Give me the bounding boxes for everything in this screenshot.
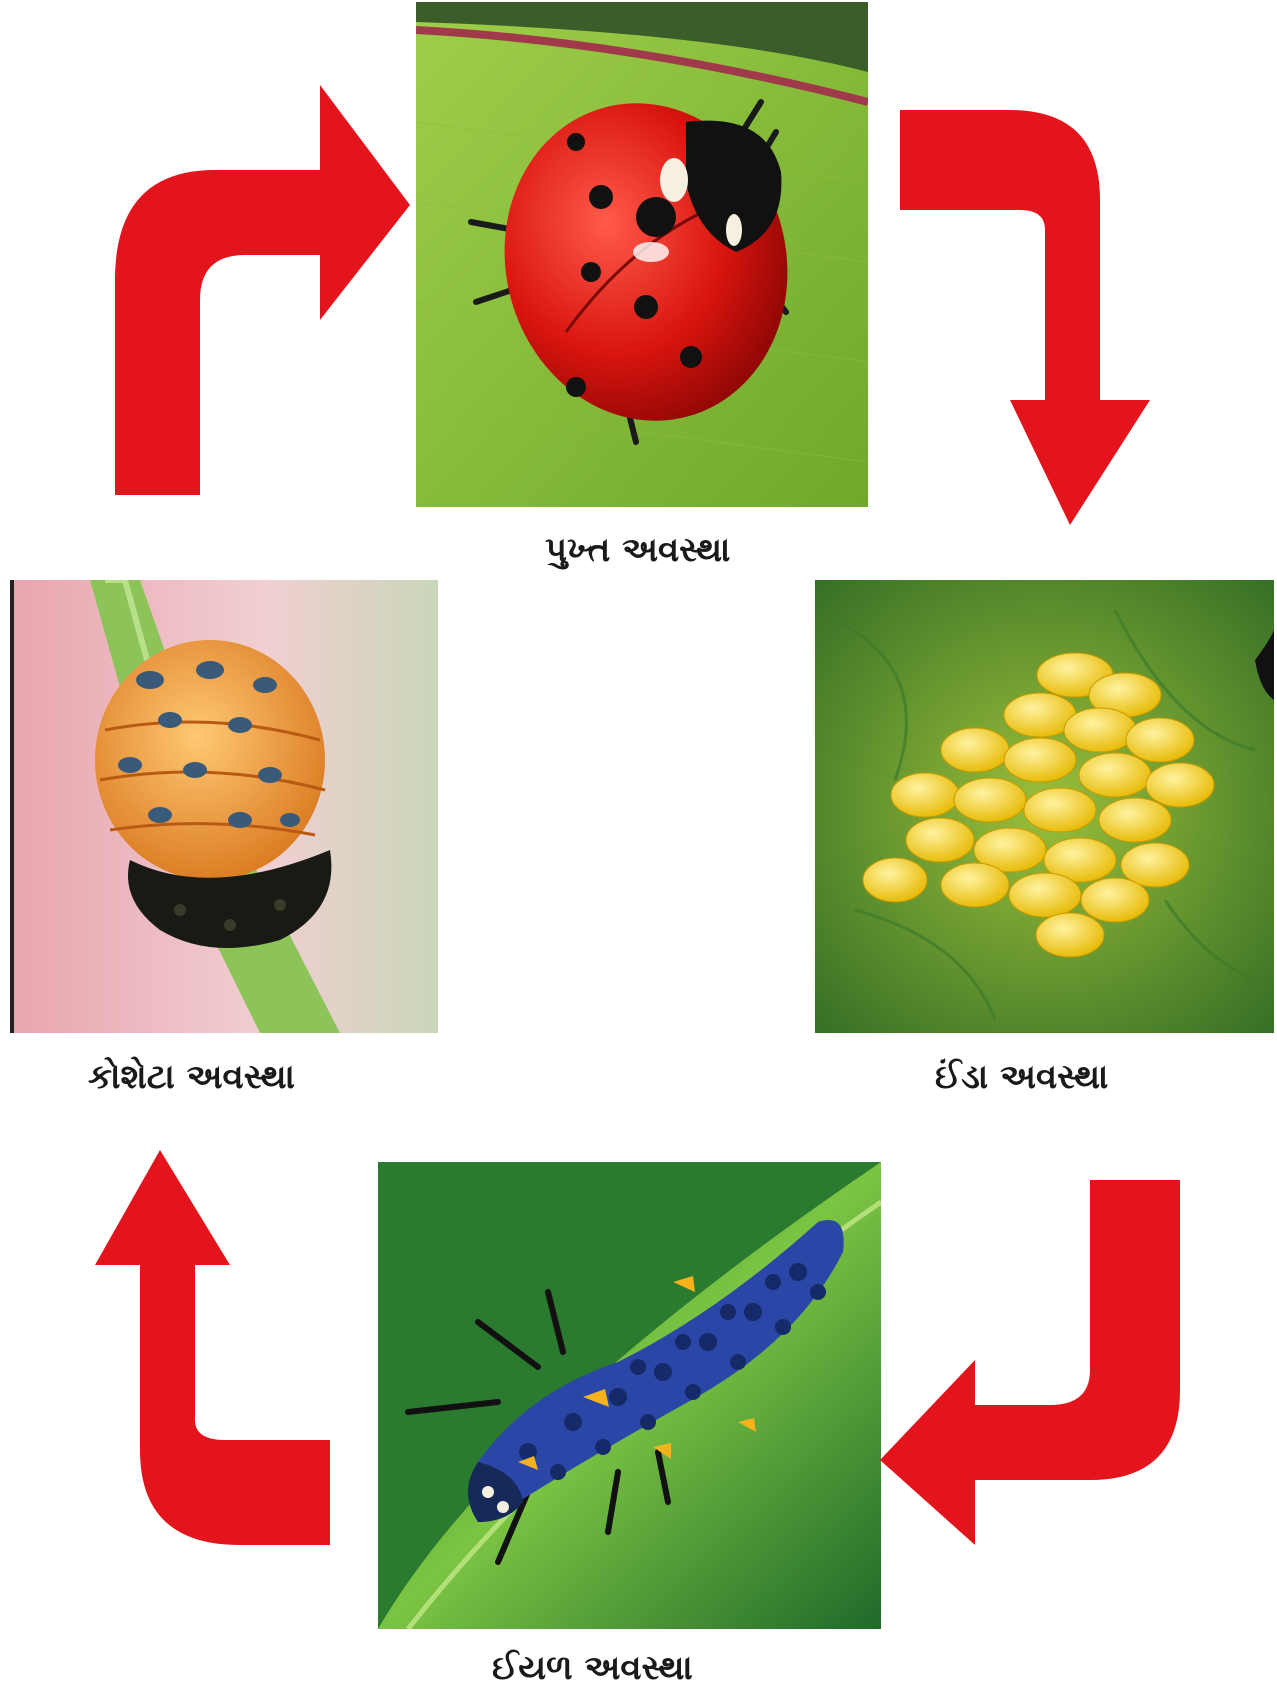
curved-arrow-icon bbox=[900, 110, 1150, 525]
curved-arrow-icon bbox=[95, 1150, 330, 1545]
curved-arrow-icon bbox=[115, 85, 410, 495]
curved-arrow-icon bbox=[880, 1180, 1180, 1545]
